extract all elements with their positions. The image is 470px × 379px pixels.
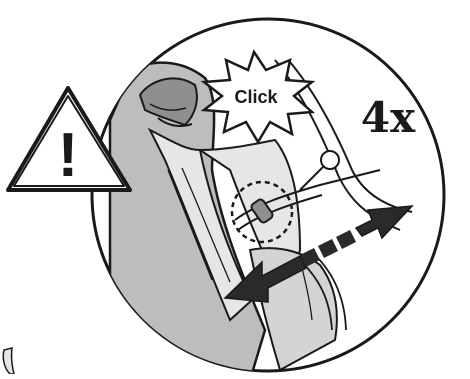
warning-symbol: ! (58, 121, 79, 190)
click-label: Click (234, 87, 278, 107)
repeat-count-badge: 4x (361, 93, 416, 142)
corner-fragment (3, 348, 14, 374)
